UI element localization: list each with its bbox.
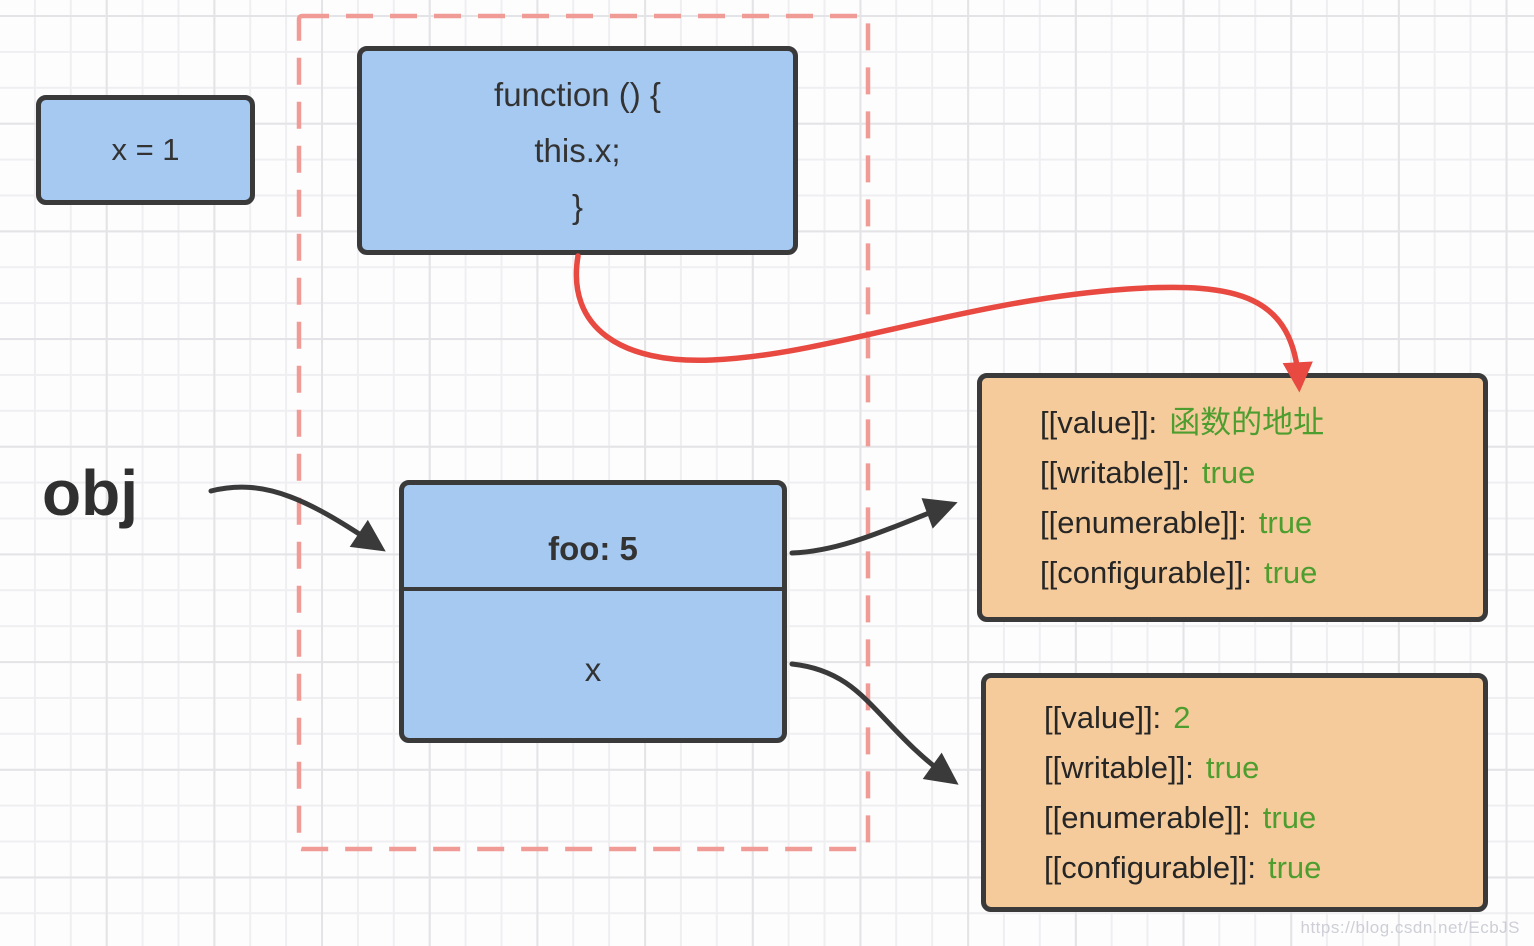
object-box-row-x: x	[404, 587, 782, 738]
descriptor-key: [[value]]:	[1040, 405, 1158, 440]
var-x-label: x = 1	[111, 132, 180, 167]
descriptor-line-enumerable: [[enumerable]]: true	[1040, 498, 1312, 548]
x-descriptor-arrow	[789, 661, 959, 785]
descriptor-key: [[writable]]:	[1040, 455, 1190, 490]
descriptor-value: true	[1262, 800, 1317, 835]
object-x-label: x	[584, 650, 602, 688]
descriptor-value: true	[1201, 455, 1256, 490]
descriptor-key: [[enumerable]]:	[1040, 505, 1247, 540]
function-address-arrow	[573, 253, 1313, 393]
descriptor-line-value: [[value]]: 2	[1044, 693, 1190, 743]
descriptor-value: 函数的地址	[1169, 405, 1325, 440]
object-box-row-foo: foo: 5	[404, 485, 782, 587]
descriptor-line-value: [[value]]: 函数的地址	[1040, 398, 1324, 448]
descriptor-key: [[value]]:	[1044, 700, 1162, 735]
descriptor-line-writable: [[writable]]: true	[1040, 448, 1255, 498]
descriptor-value: true	[1205, 750, 1260, 785]
descriptor-line-configurable: [[configurable]]: true	[1044, 843, 1321, 893]
object-box: foo: 5 x	[399, 480, 787, 743]
descriptor-line-enumerable: [[enumerable]]: true	[1044, 793, 1316, 843]
descriptor-key: [[writable]]:	[1044, 750, 1194, 785]
function-box-line: this.x;	[534, 131, 621, 169]
function-box-line: function () {	[494, 75, 661, 113]
obj-arrow	[208, 484, 386, 552]
descriptor-line-writable: [[writable]]: true	[1044, 743, 1259, 793]
object-foo-label: foo: 5	[548, 530, 638, 567]
function-box-line: }	[571, 187, 584, 225]
watermark: https://blog.csdn.net/EcbJS	[1300, 918, 1520, 937]
function-box: function () { this.x; }	[357, 46, 798, 255]
descriptor-value: true	[1263, 555, 1318, 590]
descriptor-value: true	[1258, 505, 1313, 540]
descriptor-box-x: [[value]]: 2 [[writable]]: true [[enumerab…	[981, 673, 1488, 912]
descriptor-box-foo: [[value]]: 函数的地址 [[writable]]: true [[enum…	[977, 373, 1488, 622]
descriptor-value: 2	[1173, 700, 1191, 735]
descriptor-line-configurable: [[configurable]]: true	[1040, 548, 1317, 598]
foo-descriptor-arrow	[789, 498, 958, 556]
descriptor-key: [[enumerable]]:	[1044, 800, 1251, 835]
descriptor-key: [[configurable]]:	[1044, 850, 1256, 885]
obj-label: obj	[42, 457, 138, 529]
var-x-box: x = 1	[36, 95, 255, 205]
descriptor-value: true	[1267, 850, 1322, 885]
descriptor-key: [[configurable]]:	[1040, 555, 1252, 590]
